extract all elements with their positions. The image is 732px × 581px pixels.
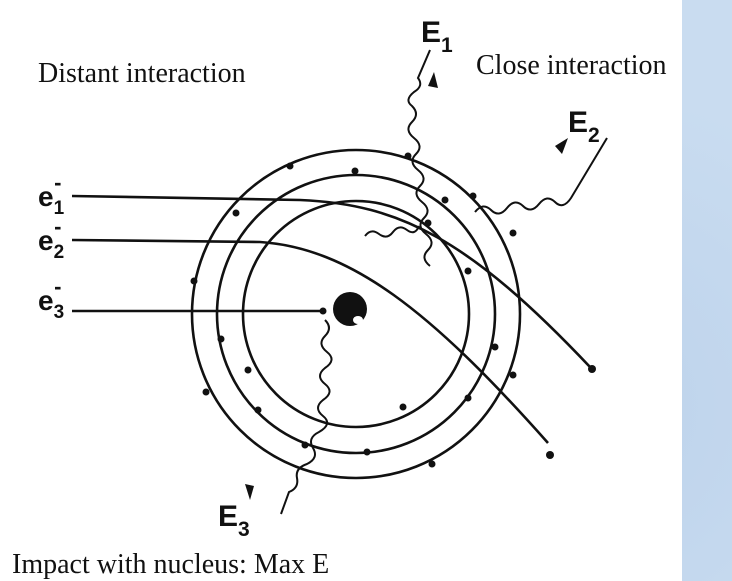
orbital-electron <box>404 152 412 160</box>
orbital-electron <box>232 209 240 217</box>
orbital-electron <box>217 335 225 343</box>
orbital-electron <box>301 441 309 449</box>
orbital-electron <box>509 371 517 379</box>
absorbed-electron-3 <box>319 307 327 315</box>
orbital-electron <box>464 394 472 402</box>
orbital-electron <box>202 388 210 396</box>
label-E2: E2 <box>568 106 600 147</box>
orbital-electron <box>254 406 262 414</box>
distant-interaction-caption: Distant interaction <box>38 58 246 89</box>
label-e3: e3- <box>38 274 64 323</box>
photon-e1-wave <box>407 49 433 267</box>
scattered-electron-2 <box>546 451 554 459</box>
orbital-electron <box>190 277 198 285</box>
diagram-panel <box>0 0 682 581</box>
orbital-electron <box>286 162 294 170</box>
orbital-electron <box>441 196 449 204</box>
photon-e2-wave <box>474 137 608 215</box>
orbital-electron <box>428 460 436 468</box>
photon-inner-wave <box>364 225 420 238</box>
electron-2-path <box>71 238 549 444</box>
orbital-electron <box>399 403 407 411</box>
scattered-electron-1 <box>588 365 596 373</box>
orbital-electron <box>469 192 477 200</box>
orbital-electron <box>424 219 432 227</box>
nucleus-impact-caption: Impact with nucleus: Max E <box>12 549 330 580</box>
photon-e3-arrowhead <box>245 484 254 500</box>
electron-1-path <box>71 194 591 368</box>
middle-shell <box>215 173 497 455</box>
orbital-electron <box>509 229 517 237</box>
photon-e1-arrowhead <box>428 72 438 88</box>
outer-shell <box>190 148 522 480</box>
close-interaction-caption: Close interaction <box>476 50 667 81</box>
label-E3: E3 <box>218 500 250 541</box>
label-e2: e2- <box>38 214 64 263</box>
orbital-electron <box>464 267 472 275</box>
orbital-electron <box>244 366 252 374</box>
label-e1: e1- <box>38 170 65 219</box>
photon-e3-wave <box>280 319 333 515</box>
orbital-electron <box>351 167 359 175</box>
orbital-electron <box>363 448 371 456</box>
inner-shell <box>241 199 471 429</box>
orbital-electron <box>491 343 499 351</box>
nucleus-highlight <box>353 316 363 324</box>
label-E1: E1 <box>421 16 453 57</box>
photon-e2-arrowhead <box>555 138 568 154</box>
